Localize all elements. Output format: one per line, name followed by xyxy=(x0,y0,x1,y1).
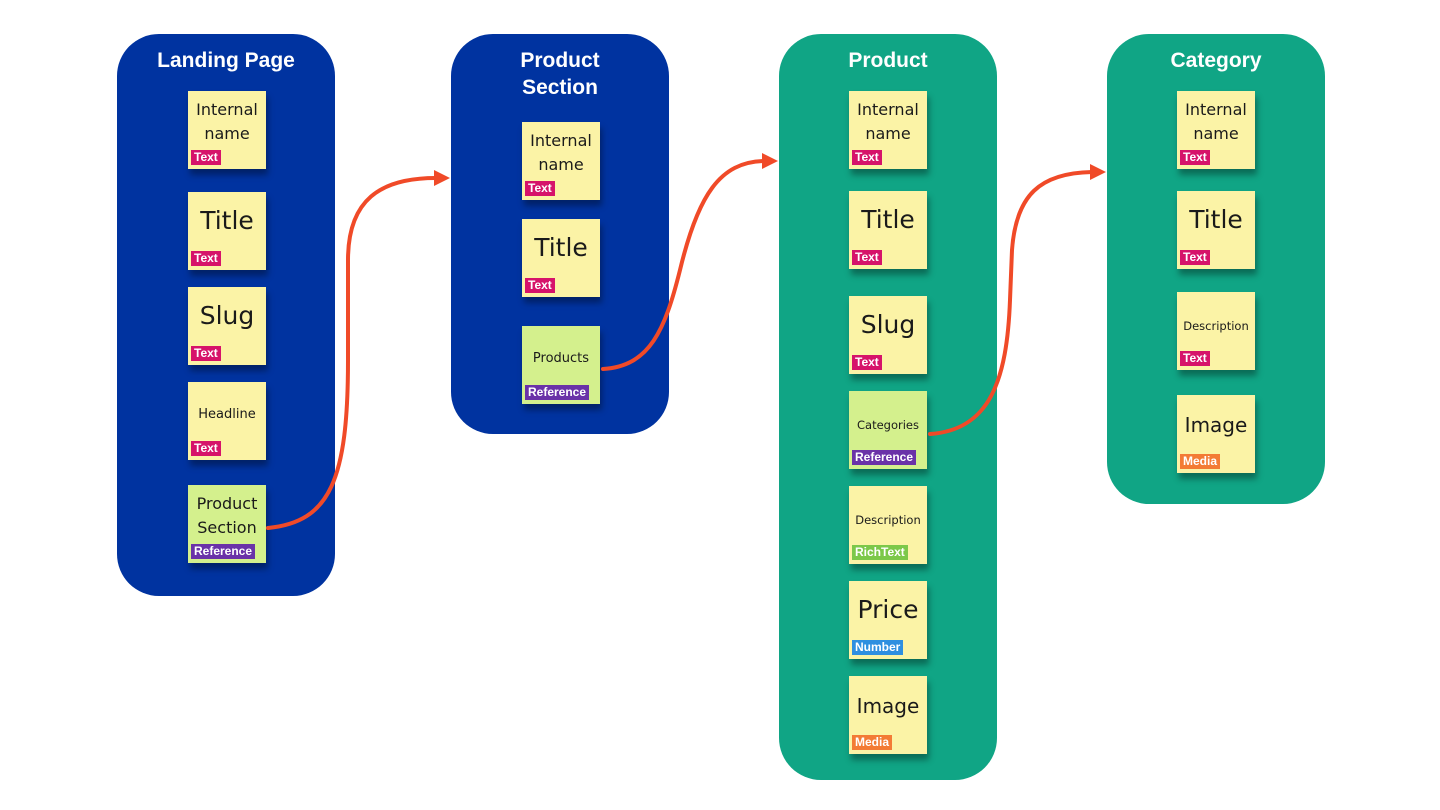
field-label: Headline xyxy=(198,407,256,422)
field-price[interactable]: Price Number xyxy=(849,581,927,659)
type-badge-text: Text xyxy=(1180,250,1210,265)
field-title[interactable]: Title Text xyxy=(1177,191,1255,269)
content-type-category: Category Internal name Text Title Text D… xyxy=(1107,34,1325,504)
type-badge-reference: Reference xyxy=(525,385,590,400)
type-badge-media: Media xyxy=(1180,454,1221,469)
field-product-section[interactable]: Product Section Reference xyxy=(188,485,266,563)
type-badge-reference: Reference xyxy=(191,544,256,559)
field-categories[interactable]: Categories Reference xyxy=(849,391,927,469)
arrow-landing-to-product-section xyxy=(266,176,438,530)
field-label: Internal name xyxy=(857,100,919,143)
type-badge-text: Text xyxy=(191,346,221,361)
type-badge-text: Text xyxy=(191,251,221,266)
field-label: Title xyxy=(861,205,915,234)
field-slug[interactable]: Slug Text xyxy=(188,287,266,365)
field-label: Title xyxy=(200,206,254,235)
field-label: Internal name xyxy=(530,131,592,174)
column-title: Landing Page xyxy=(157,49,295,72)
field-products[interactable]: Products Reference xyxy=(522,326,600,404)
type-badge-text: Text xyxy=(1180,351,1210,366)
content-type-product-section: Product Section Internal name Text Title… xyxy=(451,34,669,434)
field-label: Slug xyxy=(860,310,916,339)
field-label: Description xyxy=(1183,319,1249,333)
field-label: Slug xyxy=(199,301,255,330)
arrowhead-icon xyxy=(1090,164,1106,180)
column-title: Category xyxy=(1170,49,1262,72)
field-description[interactable]: Description RichText xyxy=(849,486,927,564)
field-label: Price xyxy=(857,595,919,624)
field-internal-name[interactable]: Internal name Text xyxy=(188,91,266,169)
type-badge-text: Text xyxy=(191,150,221,165)
field-label: Image xyxy=(856,694,920,718)
field-label: Internal name xyxy=(196,100,258,143)
type-badge-text: Text xyxy=(191,441,221,456)
type-badge-text: Text xyxy=(852,355,882,370)
field-label: Categories xyxy=(857,418,919,432)
type-badge-text: Text xyxy=(1180,150,1210,165)
field-title[interactable]: Title Text xyxy=(849,191,927,269)
type-badge-media: Media xyxy=(852,735,893,750)
type-badge-text: Text xyxy=(525,181,555,196)
field-label: Products xyxy=(532,351,590,366)
field-internal-name[interactable]: Internal name Text xyxy=(522,122,600,200)
field-image[interactable]: Image Media xyxy=(1177,395,1255,473)
field-internal-name[interactable]: Internal name Text xyxy=(1177,91,1255,169)
type-badge-number: Number xyxy=(852,640,904,655)
field-internal-name[interactable]: Internal name Text xyxy=(849,91,927,169)
type-badge-text: Text xyxy=(852,250,882,265)
field-label: Internal name xyxy=(1185,100,1247,143)
field-headline[interactable]: Headline Text xyxy=(188,382,266,460)
field-title[interactable]: Title Text xyxy=(522,219,600,297)
type-badge-text: Text xyxy=(852,150,882,165)
type-badge-reference: Reference xyxy=(852,450,917,465)
field-label: Product Section xyxy=(196,494,258,537)
field-description[interactable]: Description Text xyxy=(1177,292,1255,370)
field-slug[interactable]: Slug Text xyxy=(849,296,927,374)
field-title[interactable]: Title Text xyxy=(188,192,266,270)
content-type-product: Product Internal name Text Title Text Sl… xyxy=(779,34,997,780)
field-label: Image xyxy=(1184,413,1248,437)
field-label: Title xyxy=(534,233,588,262)
content-type-landing-page: Landing Page Internal name Text Title Te… xyxy=(117,34,335,596)
arrow-product-section-to-product xyxy=(601,159,766,371)
column-title: Product Section xyxy=(520,49,600,99)
arrowhead-icon xyxy=(762,153,778,169)
field-label: Title xyxy=(1189,205,1243,234)
field-label: Description xyxy=(855,513,921,527)
type-badge-text: Text xyxy=(525,278,555,293)
arrow-product-to-category xyxy=(928,170,1094,436)
column-title: Product xyxy=(848,49,928,72)
type-badge-richtext: RichText xyxy=(852,545,908,560)
field-image[interactable]: Image Media xyxy=(849,676,927,754)
arrowhead-icon xyxy=(434,170,450,186)
